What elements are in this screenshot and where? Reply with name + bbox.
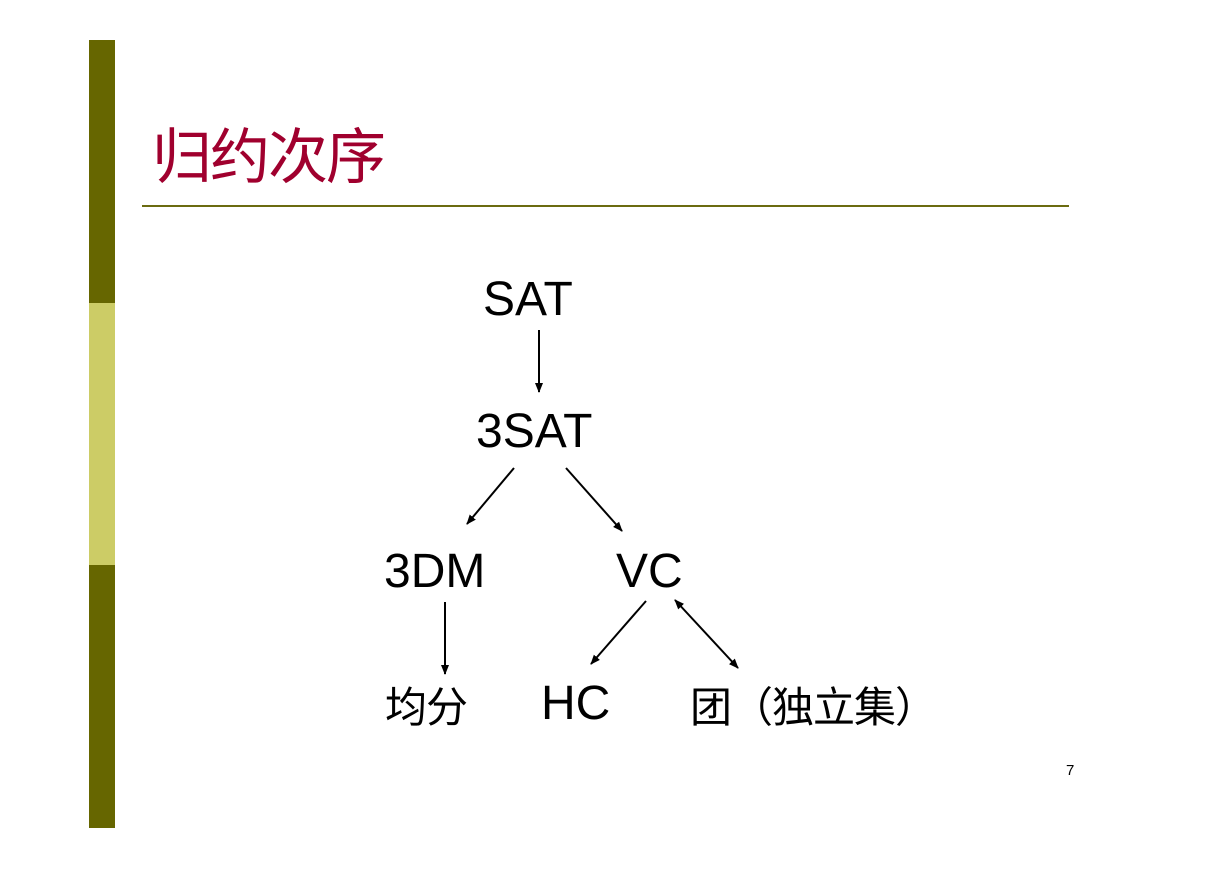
- title-underline: [142, 205, 1069, 207]
- accent-bar-top: [89, 40, 115, 303]
- node-3sat: 3SAT: [476, 405, 593, 458]
- accent-bar-middle: [89, 303, 115, 565]
- edge-3sat-to-3dm: [466, 467, 515, 525]
- node-partition: 均分: [385, 683, 468, 732]
- node-sat: SAT: [483, 273, 573, 326]
- edge-vc-clique-bidirectional: [674, 599, 739, 669]
- edge-vc-to-hc: [590, 600, 647, 665]
- node-clique-independent-set: 团（独立集）: [690, 683, 937, 732]
- node-hc: HC: [541, 677, 611, 730]
- node-vc: VC: [616, 545, 683, 598]
- page-number: 7: [1066, 762, 1075, 779]
- node-3dm: 3DM: [384, 545, 486, 598]
- edge-3sat-to-vc: [565, 467, 623, 532]
- slide-title: 归约次序: [152, 123, 386, 193]
- accent-bar-bottom: [89, 565, 115, 828]
